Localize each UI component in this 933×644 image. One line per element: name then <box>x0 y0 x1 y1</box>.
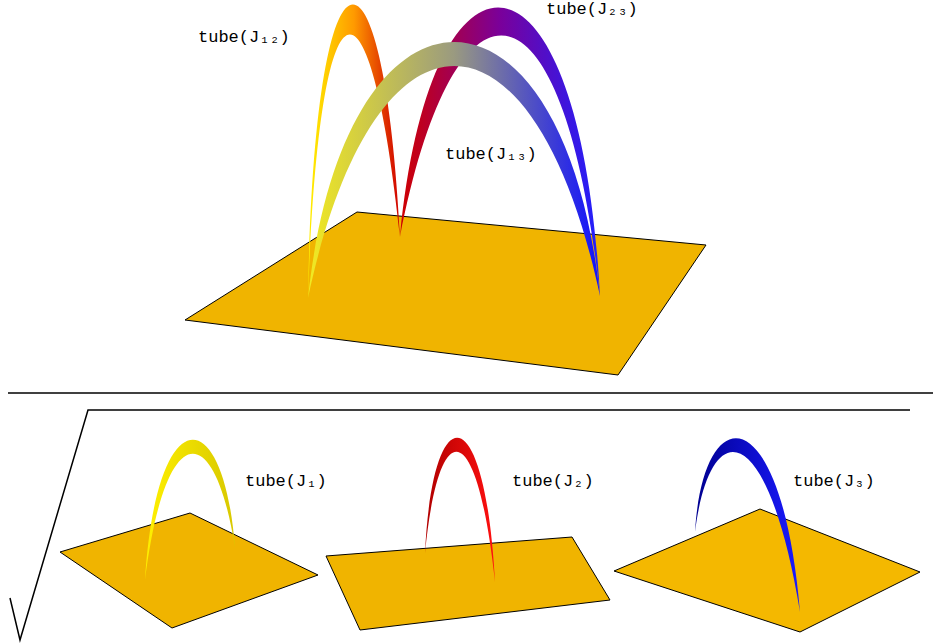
tube-label: tube(J₃) <box>793 472 875 492</box>
plane <box>60 513 318 628</box>
tube-surface <box>308 42 600 298</box>
tube-label: tube(J₂) <box>512 472 594 492</box>
separator-line <box>8 392 933 394</box>
plane <box>326 537 610 630</box>
tube-label: tube(J₁₃) <box>445 145 537 165</box>
plane <box>614 509 920 632</box>
tubes <box>145 5 800 612</box>
tube-label: tube(J₂₃) <box>546 0 638 20</box>
tube-label: tube(J₁) <box>245 472 327 492</box>
tube-surface <box>695 438 800 612</box>
tube-label: tube(J₁₂) <box>198 28 290 48</box>
plane <box>185 212 706 375</box>
tube-surface <box>425 438 495 582</box>
radical-sign <box>10 410 910 640</box>
planes <box>60 212 920 632</box>
tube-surface <box>145 440 235 580</box>
